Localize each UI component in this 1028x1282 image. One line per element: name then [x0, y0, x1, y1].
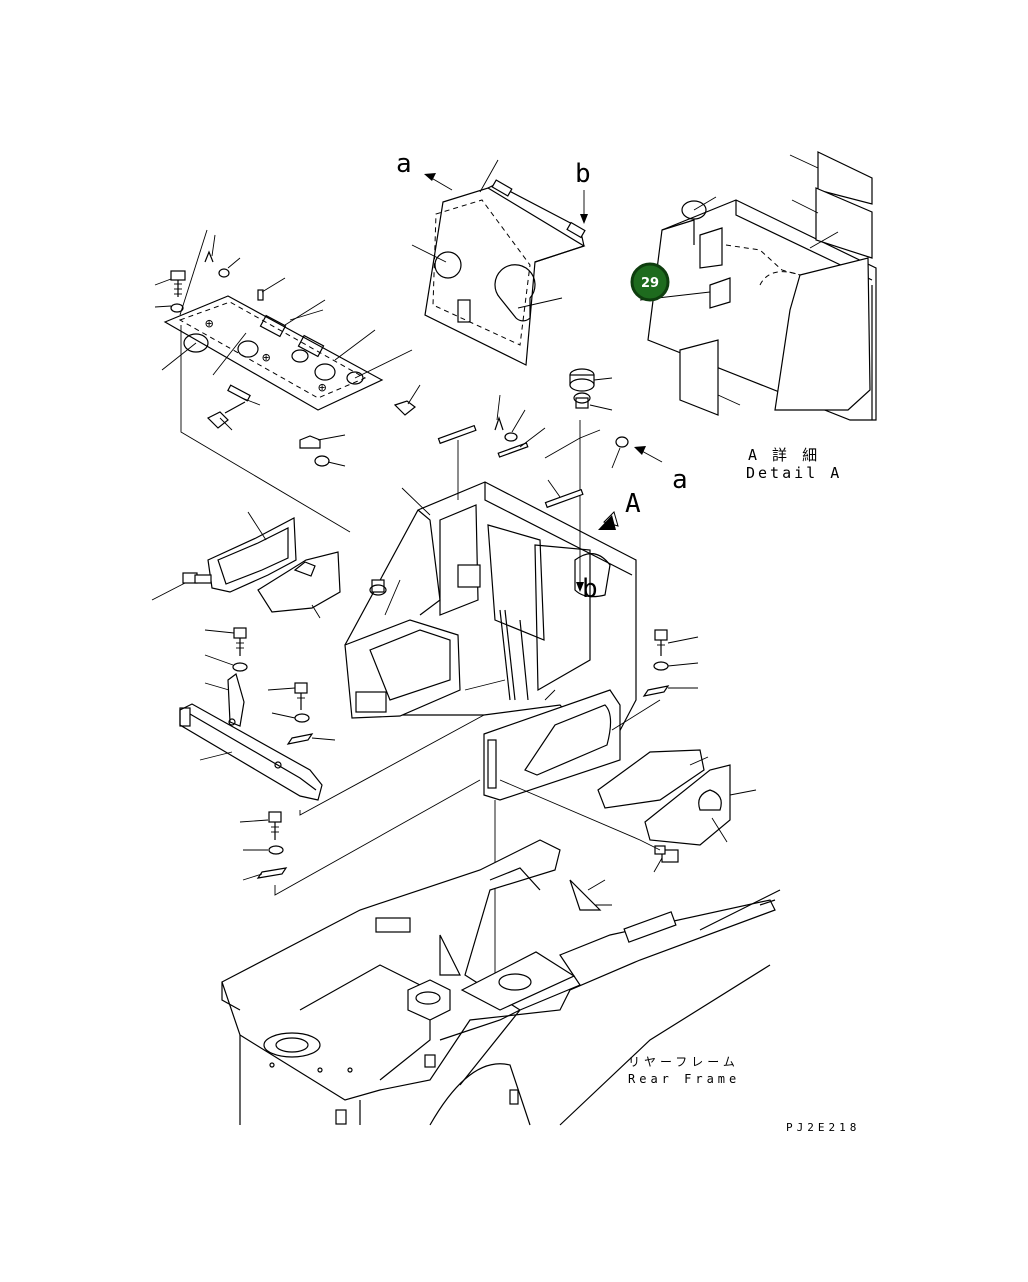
- bolt-set-lower-left: [239, 779, 481, 896]
- rear-frame-label-jp: リヤーフレーム: [628, 1055, 739, 1069]
- detail-a-title-en: Detail A: [746, 464, 842, 482]
- detail-a-assembly: [639, 151, 877, 421]
- rear-frame-label-en: Rear Frame: [628, 1072, 740, 1086]
- view-arrow-label-A: A: [625, 489, 641, 519]
- view-arrow-label-b: b: [575, 159, 591, 189]
- svg-text:⊕: ⊕: [262, 350, 271, 366]
- main-frame-housing: b: [344, 420, 637, 751]
- top-center-cover: a b: [396, 149, 591, 366]
- detail-a-title-jp: A 詳 細: [748, 446, 820, 464]
- drawing-code: PJ2E218: [786, 1121, 860, 1134]
- rear-frame: [221, 839, 781, 1126]
- svg-text:⊕: ⊕: [205, 316, 214, 332]
- callout-number: 29: [641, 276, 659, 291]
- bolt-set-top-left: [170, 250, 416, 467]
- left-gasket-panels: [151, 511, 341, 619]
- svg-text:⊕: ⊕: [318, 380, 327, 396]
- view-arrow-label-a: a: [396, 149, 412, 179]
- view-arrow-label-a-right: a: [672, 465, 688, 495]
- top-cover-plate: ⊕ ⊕ ⊕: [163, 295, 384, 411]
- leader-lines-top-left: [154, 229, 421, 533]
- left-bracket-assembly: [179, 627, 485, 816]
- callout-circle[interactable]: [630, 262, 670, 302]
- view-label-b-center: b: [582, 574, 598, 604]
- callout-badge-29[interactable]: 29: [630, 262, 670, 302]
- center-rods: a A: [369, 368, 688, 596]
- right-side-panel: [483, 629, 757, 980]
